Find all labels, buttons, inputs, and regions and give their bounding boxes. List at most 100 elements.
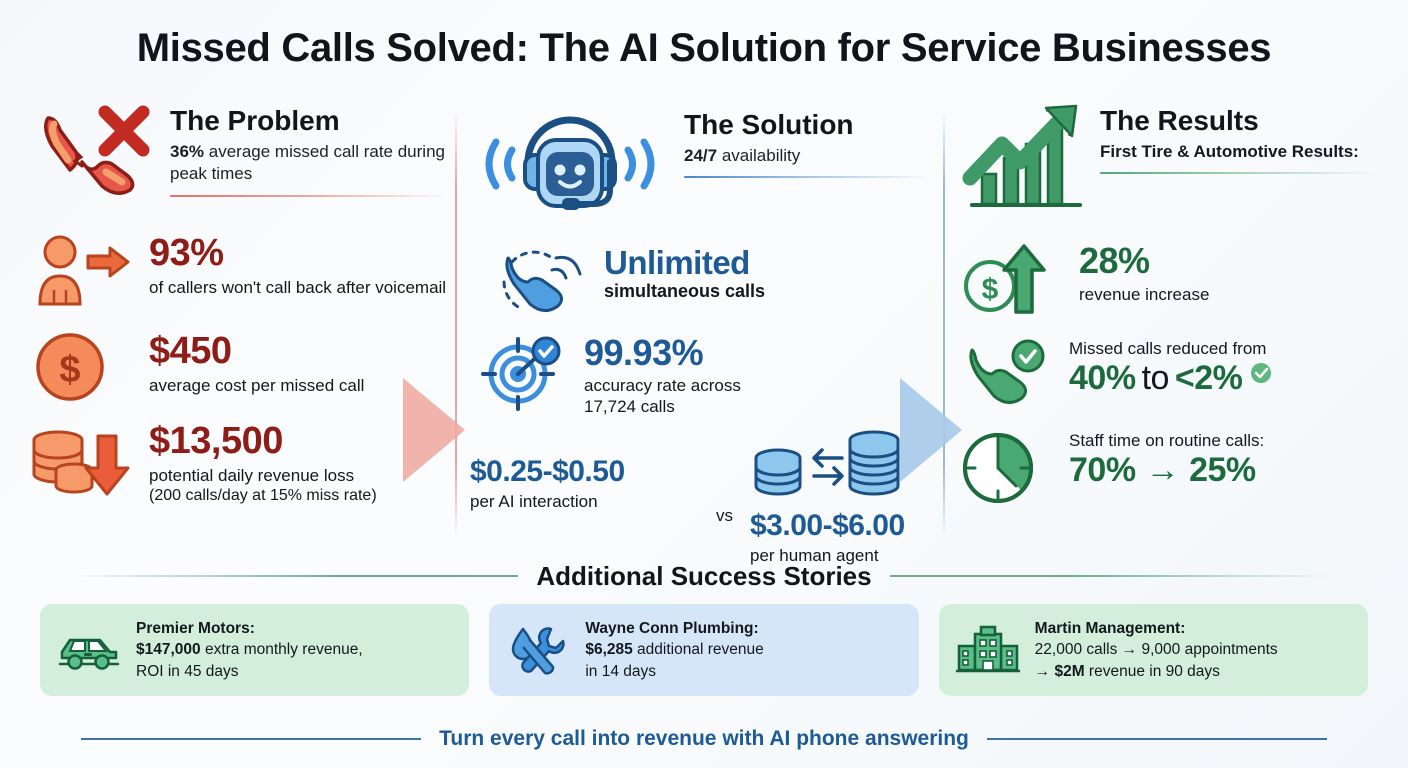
- solution-accuracy-value: 99.93%: [584, 332, 704, 373]
- results-heading: The Results: [1100, 105, 1259, 136]
- results-stat-revenue-desc: revenue increase: [1079, 284, 1210, 304]
- results-staff-time-label: Staff time on routine calls:: [1069, 431, 1265, 450]
- problem-stat-cost-desc: average cost per missed call: [149, 375, 365, 395]
- solution-accuracy-desc: accuracy rate across: [584, 375, 741, 395]
- solution-unlimited: Unlimited simultaneous calls: [490, 240, 930, 318]
- coins-down-arrow-icon: [30, 422, 135, 504]
- success-card-line2: ROI in 45 days: [136, 662, 239, 680]
- solution-ai-price-label: per AI interaction: [470, 492, 598, 512]
- success-card-wayne-conn-plumbing[interactable]: Wayne Conn Plumbing: $6,285 additional r…: [489, 604, 919, 696]
- target-check-icon: [480, 334, 570, 412]
- divider-problem-solution: [455, 110, 457, 540]
- ai-robot-headset-icon: [470, 100, 670, 228]
- success-card-line1-rest: extra monthly revenue,: [200, 641, 363, 659]
- person-arrow-icon: [30, 232, 135, 310]
- problem-stat-revenue-loss-desc: potential daily revenue loss: [149, 465, 355, 485]
- results-missed-calls-mid: to: [1141, 359, 1170, 398]
- problem-stat-cost: $ $450 average cost per missed call: [30, 330, 450, 404]
- solution-heading: The Solution: [684, 109, 854, 140]
- dollar-coin-icon: $: [30, 330, 135, 404]
- results-missed-calls-label: Missed calls reduced from: [1069, 339, 1267, 358]
- success-card-text: Wayne Conn Plumbing: $6,285 additional r…: [585, 618, 763, 682]
- success-stories-header: Additional Success Stories: [0, 556, 1408, 596]
- footer-rule-left: [81, 738, 422, 740]
- success-card-line2-strong: $2M: [1054, 662, 1085, 680]
- results-staff-time-to: 25%: [1189, 451, 1256, 490]
- success-card-line1-strong: $6,285: [585, 641, 633, 659]
- success-card-line2-prefix: →: [1034, 662, 1055, 680]
- problem-stat-callback-desc: of callers won't call back after voicema…: [149, 277, 447, 297]
- results-stat-revenue: $ 28% revenue increase: [960, 240, 1380, 316]
- solution-ai-price: $0.25-$0.50: [470, 454, 625, 488]
- multi-call-phone-icon: [490, 240, 590, 318]
- problem-sub-rest: average missed call rate during peak tim…: [170, 142, 445, 184]
- results-divider-rule: [1100, 172, 1380, 175]
- car-icon: [56, 628, 122, 672]
- results-missed-calls-from: 40%: [1069, 359, 1136, 398]
- svg-text:$: $: [982, 273, 999, 306]
- success-card-name: Premier Motors:: [136, 619, 255, 637]
- page-title: Missed Calls Solved: The AI Solution for…: [136, 26, 1272, 70]
- divider-solution-results: [943, 110, 945, 540]
- success-rule-right: [889, 575, 1335, 577]
- solution-accuracy-desc2: 17,724 calls: [584, 397, 675, 417]
- solution-vs-label: vs: [716, 505, 733, 525]
- check-badge-icon: [1250, 362, 1272, 384]
- solution-cost-comparison: $0.25-$0.50 per AI interaction vs: [470, 428, 930, 565]
- problem-stat-callback-value: 93%: [149, 232, 224, 274]
- success-card-line2: in 14 days: [585, 662, 656, 680]
- column-solution: The Solution 24/7 availability: [470, 100, 930, 565]
- footer-tagline: Turn every call into revenue with AI pho…: [439, 727, 969, 750]
- solution-human-price-label: per human agent: [750, 546, 879, 566]
- coin-stacks-exchange-icon: [750, 428, 910, 510]
- success-card-line1-strong: $147,000: [136, 641, 201, 659]
- solution-accuracy: 99.93% accuracy rate across 17,724 calls: [480, 334, 930, 418]
- solution-header: The Solution 24/7 availability: [470, 100, 930, 228]
- success-card-premier-motors[interactable]: Premier Motors: $147,000 extra monthly r…: [40, 604, 470, 696]
- problem-heading: The Problem: [170, 105, 340, 136]
- three-column-section: The Problem 36% average missed call rate…: [0, 100, 1408, 565]
- success-card-martin-management[interactable]: Martin Management: 22,000 calls → 9,000 …: [938, 604, 1368, 696]
- problem-header: The Problem 36% average missed call rate…: [30, 100, 450, 210]
- solution-sub-strong: 24/7: [684, 146, 718, 166]
- success-card-text: Premier Motors: $147,000 extra monthly r…: [136, 618, 363, 682]
- solution-unlimited-value: Unlimited: [604, 244, 750, 281]
- results-header: The Results First Tire & Automotive Resu…: [960, 100, 1380, 212]
- clock-icon: [960, 430, 1055, 506]
- solution-divider-rule: [684, 176, 930, 179]
- success-card-line2-rest: revenue in 90 days: [1084, 662, 1220, 680]
- results-staff-time-arrow: →: [1145, 451, 1180, 490]
- problem-stat-revenue-loss-value: $13,500: [149, 420, 283, 462]
- results-staff-time: Staff time on routine calls: 70% → 25%: [960, 430, 1380, 506]
- success-story-cards: Premier Motors: $147,000 extra monthly r…: [40, 604, 1368, 696]
- success-card-text: Martin Management: 22,000 calls → 9,000 …: [1035, 618, 1278, 682]
- problem-divider-rule: [170, 194, 450, 197]
- problem-stat-revenue-loss-desc2: (200 calls/day at 15% miss rate): [149, 487, 377, 505]
- phone-check-icon: [960, 338, 1055, 410]
- results-stat-revenue-value: 28%: [1079, 240, 1150, 281]
- results-missed-calls-to: <2%: [1174, 359, 1243, 398]
- problem-stat-callback: 93% of callers won't call back after voi…: [30, 232, 450, 310]
- solution-sub-rest: availability: [717, 146, 801, 166]
- svg-text:$: $: [59, 349, 80, 391]
- success-card-name: Wayne Conn Plumbing:: [585, 619, 759, 637]
- footer-tagline-row: Turn every call into revenue with AI pho…: [0, 716, 1408, 762]
- problem-stat-revenue-loss: $13,500 potential daily revenue loss (20…: [30, 422, 450, 506]
- column-results: The Results First Tire & Automotive Resu…: [960, 100, 1380, 550]
- solution-unlimited-desc: simultaneous calls: [604, 280, 766, 301]
- arrow-problem-to-solution-icon: [403, 378, 465, 482]
- success-card-line1-rest: 22,000 calls → 9,000 appointments: [1034, 641, 1278, 659]
- solution-human-price: $3.00-$6.00: [750, 508, 905, 542]
- column-problem: The Problem 36% average missed call rate…: [30, 100, 450, 550]
- footer-rule-right: [986, 738, 1327, 740]
- success-card-line1-rest: additional revenue: [632, 641, 764, 659]
- problem-stat-cost-value: $450: [149, 330, 232, 372]
- results-subtext: First Tire & Automotive Results:: [1100, 142, 1359, 162]
- problem-subtext: 36% average missed call rate during peak…: [170, 141, 450, 185]
- success-card-name: Martin Management:: [1034, 619, 1186, 637]
- plumbing-tools-icon: [505, 625, 571, 675]
- problem-sub-strong: 36%: [170, 142, 205, 162]
- growth-chart-arrow-icon: [960, 100, 1090, 212]
- success-rule-left: [73, 575, 519, 577]
